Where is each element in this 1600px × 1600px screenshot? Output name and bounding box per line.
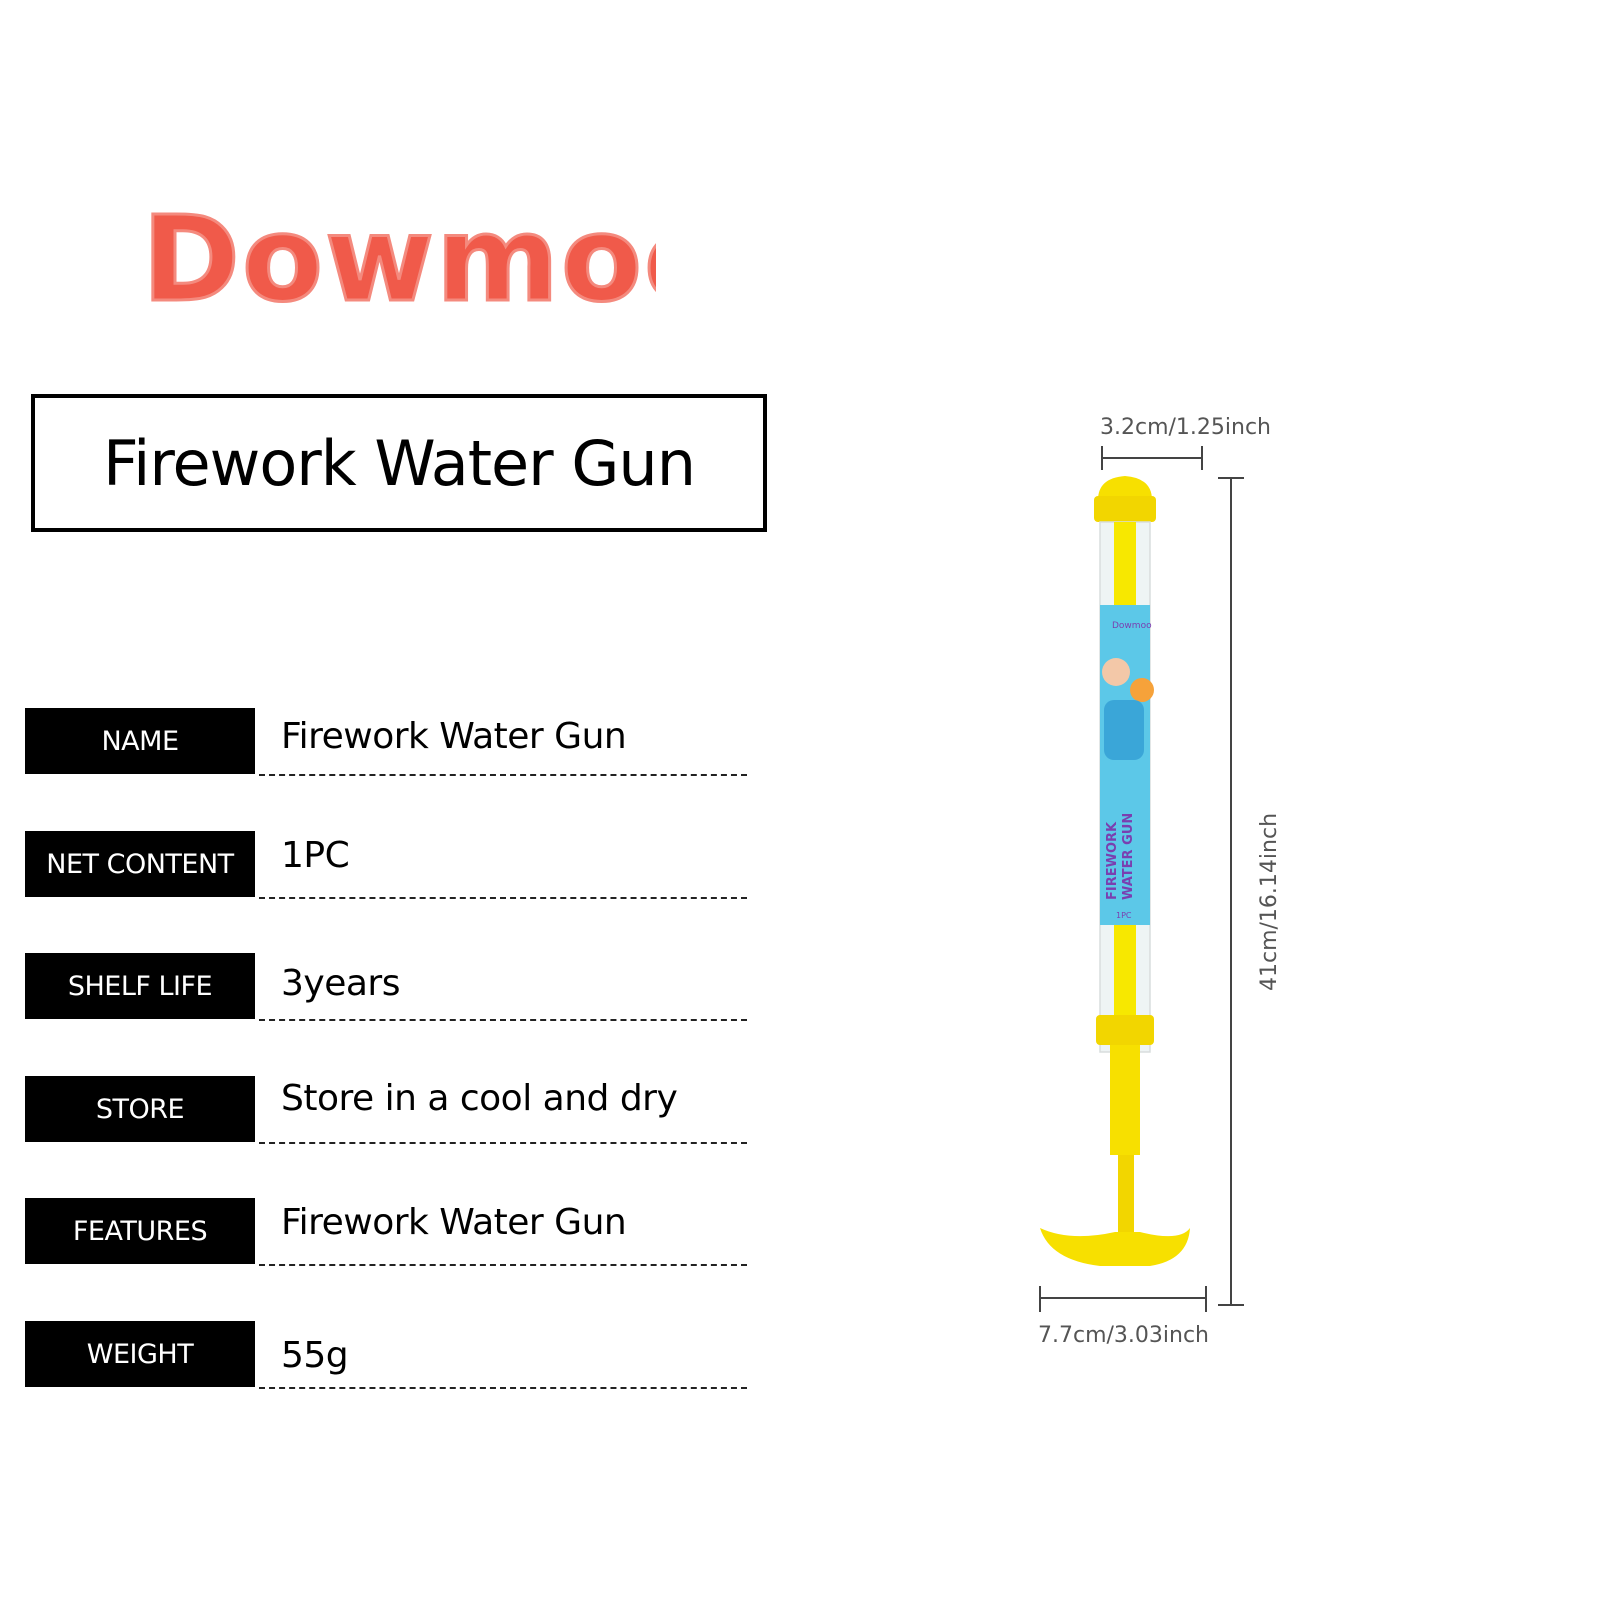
gun-label-brand: Dowmoo xyxy=(1112,621,1152,631)
spec-label: WEIGHT xyxy=(25,1321,255,1387)
gun-label xyxy=(1100,605,1150,925)
spec-value: Store in a cool and dry xyxy=(281,1078,678,1119)
spec-row-shelf-life: SHELF LIFE 3years xyxy=(25,953,747,1025)
spec-divider xyxy=(259,897,747,899)
gun-label-line2: WATER GUN xyxy=(1121,813,1136,900)
gun-label-splash xyxy=(1130,678,1154,702)
spec-divider xyxy=(259,1387,747,1389)
spec-value: Firework Water Gun xyxy=(281,716,627,757)
gun-plunger-lower xyxy=(1118,1155,1134,1245)
spec-row-weight: WEIGHT 55g xyxy=(25,1321,747,1393)
gun-label-child-face xyxy=(1102,658,1130,686)
gun-cap xyxy=(1094,496,1156,522)
length-label: 41cm/16.14inch xyxy=(1257,813,1282,991)
spec-divider xyxy=(259,1142,747,1144)
gun-label-child-body xyxy=(1104,700,1144,760)
spec-row-net-content: NET CONTENT 1PC xyxy=(25,831,747,903)
spec-row-name: NAME Firework Water Gun xyxy=(25,708,747,780)
spec-value: 3years xyxy=(281,963,400,1004)
gun-collar xyxy=(1096,1015,1154,1045)
product-illustration: 3.2cm/1.25inch 41cm/16.14inch Dowmoo FIR… xyxy=(1038,415,1282,1348)
spec-value: 1PC xyxy=(281,835,350,876)
spec-label: FEATURES xyxy=(25,1198,255,1264)
title-box: Firework Water Gun xyxy=(31,394,767,532)
page-title: Firework Water Gun xyxy=(102,426,696,500)
brand-logo: Dowmoo xyxy=(136,196,657,326)
spec-row-store: STORE Store in a cool and dry xyxy=(25,1076,747,1148)
brand-logo-text: Dowmoo xyxy=(142,196,656,326)
spec-divider xyxy=(259,774,747,776)
spec-value: 55g xyxy=(281,1335,349,1376)
gun-cap-dome xyxy=(1098,476,1152,500)
spec-label: STORE xyxy=(25,1076,255,1142)
gun-plunger-upper xyxy=(1110,1045,1140,1155)
spec-label: NAME xyxy=(25,708,255,774)
brand-logo-graphic: Dowmoo xyxy=(141,196,657,326)
spec-label: NET CONTENT xyxy=(25,831,255,897)
product-figure: 3.2cm/1.25inch 41cm/16.14inch Dowmoo FIR… xyxy=(1030,400,1350,1390)
spec-value: Firework Water Gun xyxy=(281,1202,627,1243)
spec-row-features: FEATURES Firework Water Gun xyxy=(25,1198,747,1270)
gun-label-count: 1PC xyxy=(1116,911,1132,920)
top-width-label: 3.2cm/1.25inch xyxy=(1100,415,1271,440)
gun-handle xyxy=(1040,1228,1190,1266)
handle-width-label: 7.7cm/3.03inch xyxy=(1038,1323,1209,1348)
spec-divider xyxy=(259,1019,747,1021)
gun-label-line1: FIREWORK xyxy=(1105,821,1120,900)
spec-divider xyxy=(259,1264,747,1266)
spec-label: SHELF LIFE xyxy=(25,953,255,1019)
